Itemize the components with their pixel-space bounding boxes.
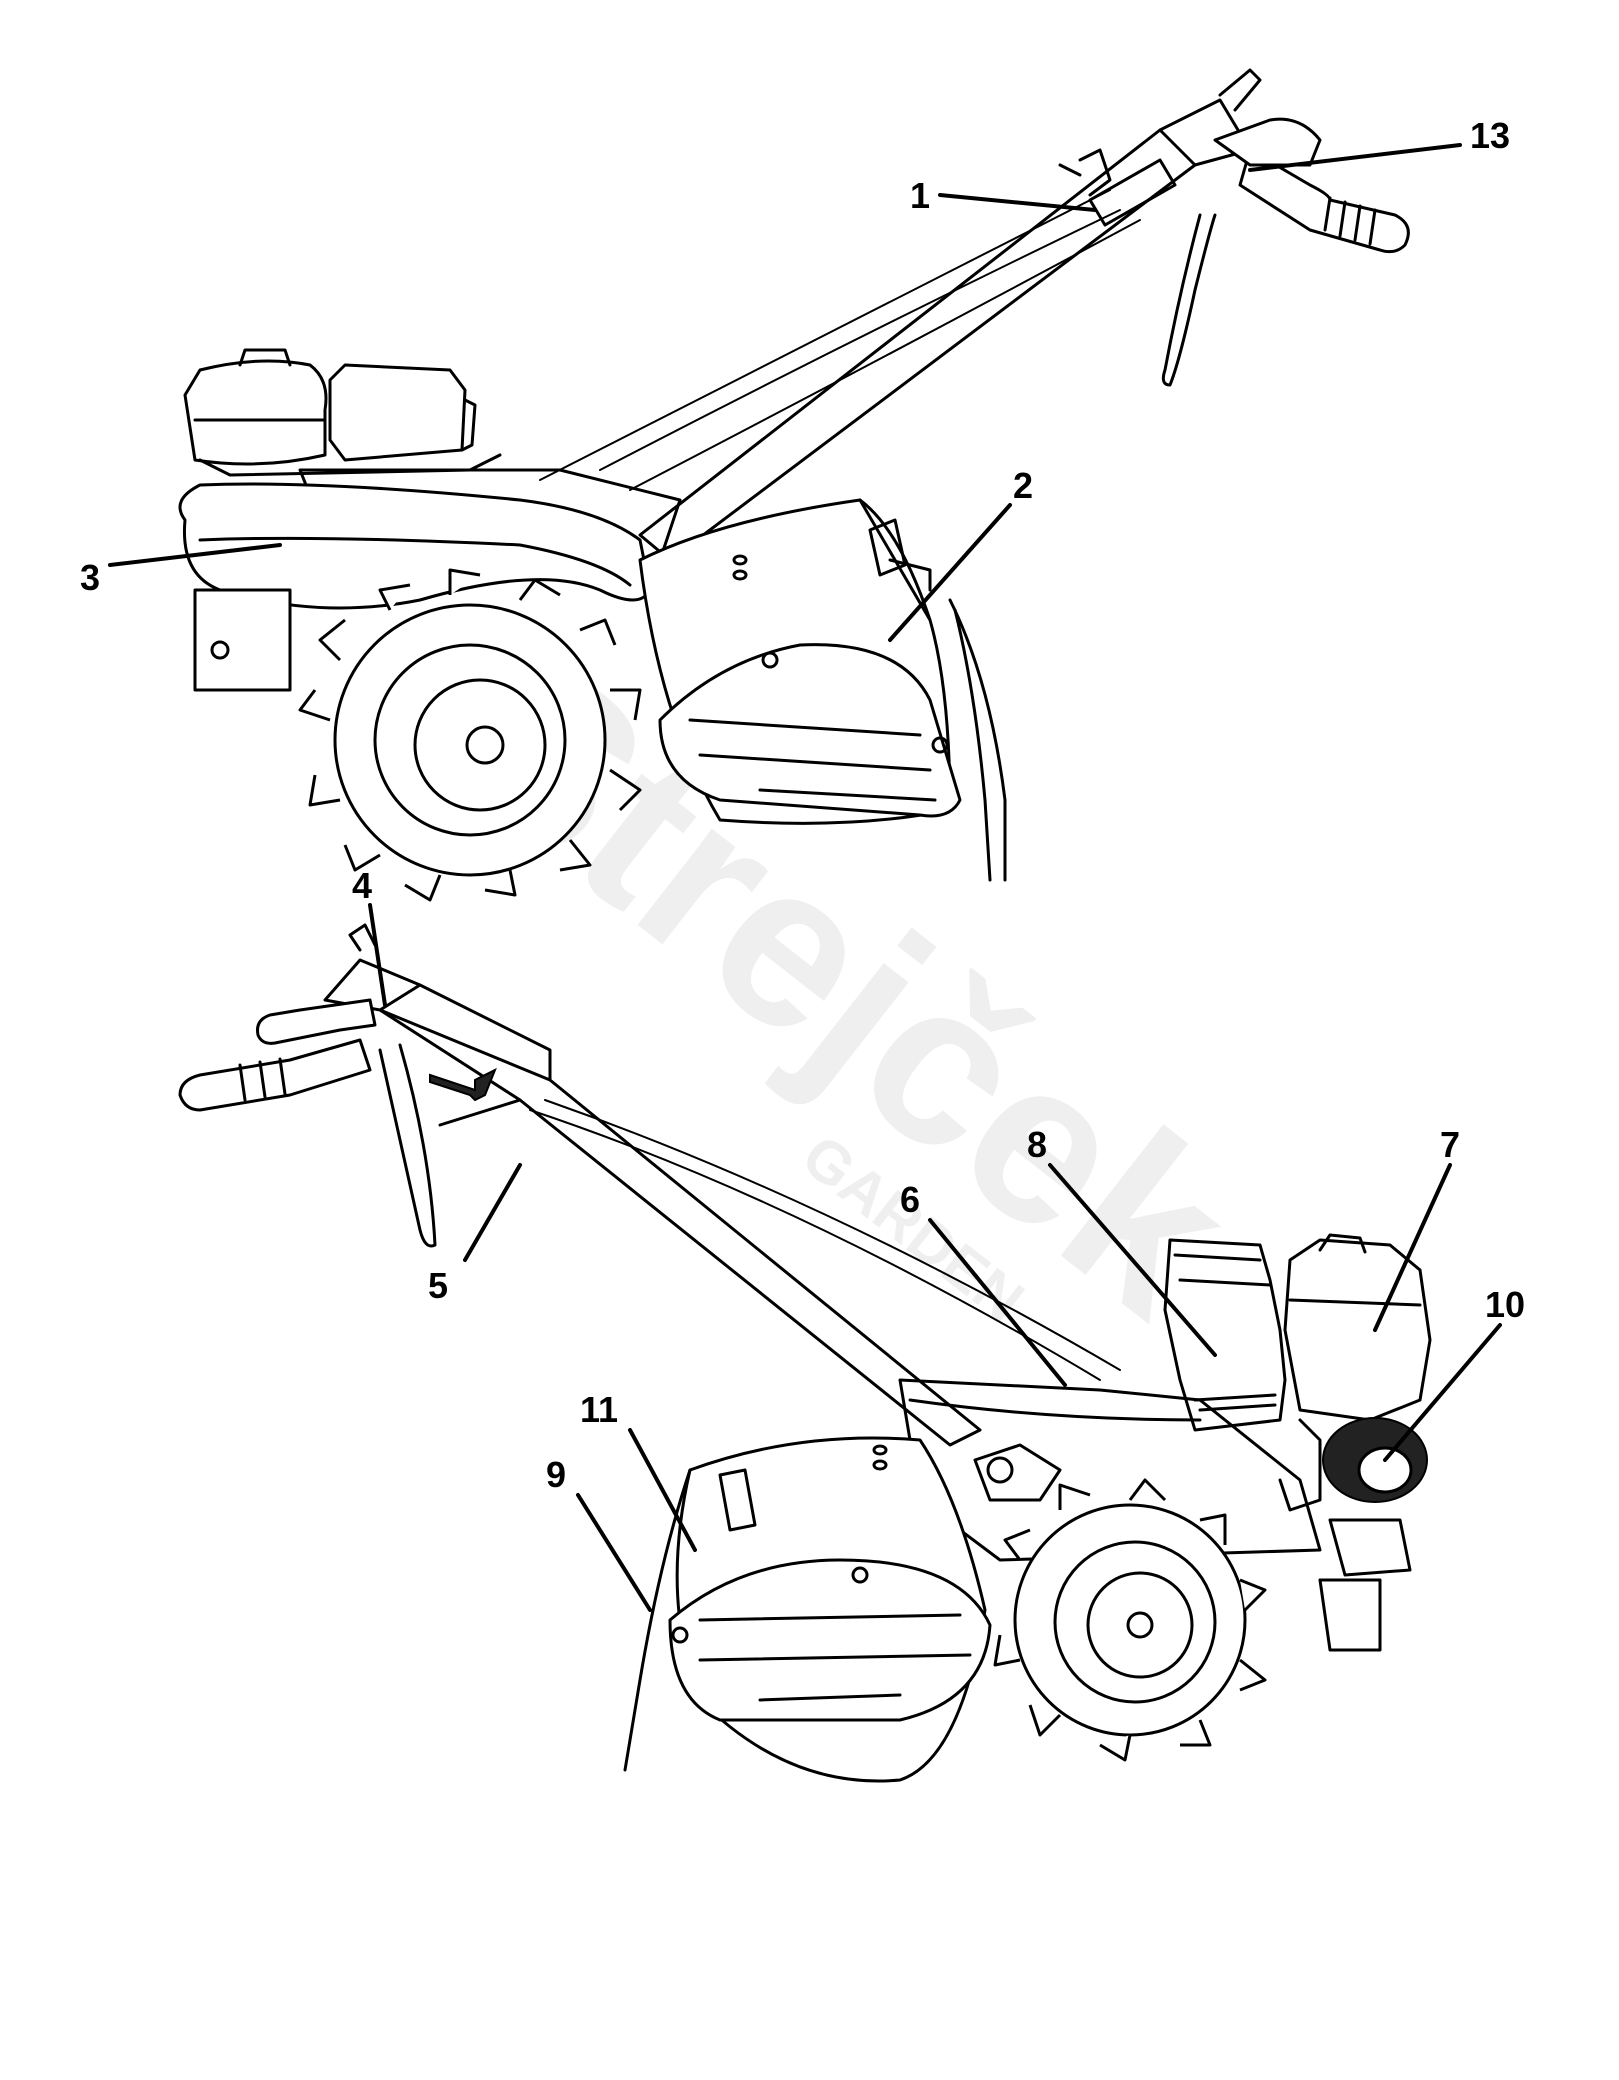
callout-10: 10 (1485, 1284, 1525, 1325)
leader-5 (463, 1163, 522, 1262)
air-cleaner-bottom (1163, 1238, 1287, 1432)
tiller-bottom-view (178, 923, 1432, 1783)
leader-1 (938, 193, 1097, 212)
callout-5: 5 (428, 1265, 448, 1306)
leader-2 (888, 503, 1012, 642)
leader-7 (1373, 1163, 1452, 1332)
wheel-bottom (993, 1478, 1267, 1762)
handle-bar-bottom (378, 1008, 982, 1447)
callout-3: 3 (80, 557, 100, 598)
callout-11: 11 (580, 1389, 618, 1430)
leader-8 (1048, 1163, 1217, 1357)
engine-top (183, 359, 328, 466)
handle-grip-left (178, 1038, 372, 1112)
leader-10 (1383, 1323, 1502, 1462)
tine-flap-top (658, 643, 962, 818)
leader-lines (108, 143, 1502, 1612)
tine-flap-bottom (668, 1558, 992, 1722)
engine-bottom (1283, 1238, 1432, 1422)
leader-13 (1248, 143, 1462, 172)
tiller-top-view (178, 68, 1410, 902)
wheel-top (298, 568, 642, 902)
leader-6 (928, 1218, 1067, 1387)
handle-grip-right (1238, 148, 1410, 254)
callout-6: 6 (900, 1179, 920, 1220)
leader-9 (576, 1493, 652, 1612)
leader-4 (368, 903, 387, 1007)
leader-3 (108, 543, 282, 567)
callout-8: 8 (1027, 1124, 1047, 1165)
callout-1: 1 (910, 175, 930, 216)
callout-9: 9 (546, 1454, 566, 1495)
callout-2: 2 (1013, 465, 1033, 506)
callout-4: 4 (352, 865, 372, 906)
callout-7: 7 (1440, 1124, 1460, 1165)
callout-13: 13 (1470, 115, 1510, 156)
leader-10-11 (628, 1428, 697, 1552)
callout-labels: 1 2 3 4 5 6 7 8 9 10 11 13 (80, 115, 1525, 1495)
air-cleaner-top (328, 363, 467, 462)
